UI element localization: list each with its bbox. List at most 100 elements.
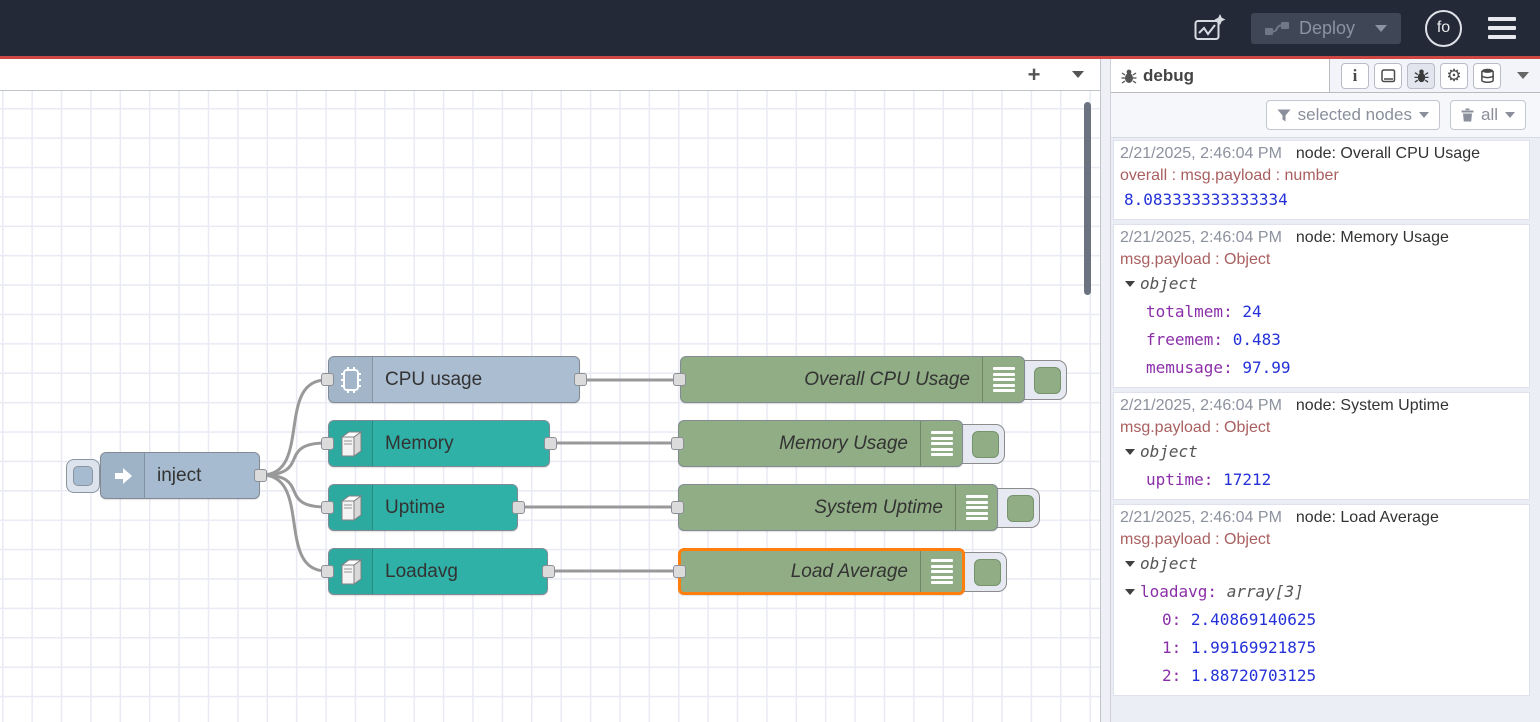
wire[interactable] [262, 443, 326, 475]
expand-caret-icon[interactable] [1125, 561, 1135, 567]
json-key: 1: [1162, 638, 1181, 657]
workspace-tabbar: + [0, 59, 1100, 91]
avatar-initials: fo [1437, 19, 1450, 37]
filter-label: selected nodes [1298, 105, 1412, 125]
message-timestamp: 2/21/2025, 2:46:04 PM [1120, 397, 1282, 414]
message-node-name: node: Overall CPU Usage [1296, 145, 1480, 162]
expand-caret-icon[interactable] [1125, 589, 1135, 595]
book-icon [1380, 69, 1396, 83]
wire[interactable] [262, 475, 326, 507]
expand-caret-icon[interactable] [1125, 281, 1135, 287]
object-type-label: object [1140, 554, 1198, 573]
json-value: 1.88720703125 [1191, 666, 1316, 685]
input-port[interactable] [321, 501, 334, 514]
json-value: 0.483 [1233, 330, 1281, 349]
debug-message-list: 2/21/2025, 2:46:04 PM node: Overall CPU U… [1111, 138, 1540, 722]
debug-message: 2/21/2025, 2:46:04 PMnode: System Uptime… [1113, 392, 1530, 500]
json-key: freemem: [1146, 330, 1223, 349]
input-port[interactable] [673, 373, 686, 386]
node-loadavg[interactable]: Loadavg [328, 548, 548, 595]
info-icon: i [1353, 66, 1358, 86]
main-menu-icon[interactable] [1486, 13, 1518, 43]
json-value: 2.40869140625 [1191, 610, 1316, 629]
input-port[interactable] [673, 565, 686, 578]
chevron-down-icon [1072, 71, 1084, 78]
message-timestamp: 2/21/2025, 2:46:04 PM [1120, 145, 1282, 162]
node-cpu-usage[interactable]: CPU usage [328, 356, 580, 403]
object-type-label: object [1140, 274, 1198, 293]
debug-list-icon [920, 421, 962, 466]
expand-caret-icon[interactable] [1125, 449, 1135, 455]
node-label: CPU usage [373, 357, 579, 402]
flow-list-button[interactable] [1056, 59, 1100, 90]
json-value: 1.99169921875 [1191, 638, 1316, 657]
node-inject[interactable]: inject [100, 452, 260, 499]
json-key: 0: [1162, 610, 1181, 629]
user-avatar[interactable]: fo [1425, 10, 1462, 47]
object-type-label: object [1140, 442, 1198, 461]
node-load-average[interactable]: Load Average [678, 548, 965, 595]
database-icon [1480, 68, 1495, 83]
json-key: memusage: [1146, 358, 1233, 377]
node-uptime[interactable]: Uptime [328, 484, 518, 531]
message-path: overall : msg.payload : number [1120, 165, 1523, 186]
node-label: Memory [373, 421, 549, 466]
deploy-button[interactable]: Deploy [1251, 13, 1401, 44]
config-nodes-button[interactable]: ⚙ [1440, 63, 1468, 89]
output-port[interactable] [542, 565, 555, 578]
message-node-name: node: Load Average [1296, 509, 1439, 526]
message-timestamp: 2/21/2025, 2:46:04 PM [1120, 229, 1282, 246]
context-data-button[interactable] [1473, 63, 1501, 89]
canvas-vertical-scrollbar[interactable] [1084, 102, 1091, 295]
inject-arrow-icon [101, 453, 145, 498]
input-port[interactable] [321, 565, 334, 578]
deploy-caret-icon[interactable] [1375, 25, 1387, 32]
sidebar-menu-button[interactable] [1512, 72, 1534, 79]
sidebar-resize-handle[interactable] [1101, 59, 1111, 722]
computer-tower-icon [329, 549, 373, 594]
debug-list-icon [955, 485, 997, 530]
message-path: msg.payload : Object [1120, 249, 1523, 270]
json-key: 2: [1162, 666, 1181, 685]
output-port[interactable] [544, 437, 557, 450]
computer-tower-icon [329, 485, 373, 530]
message-timestamp: 2/21/2025, 2:46:04 PM [1120, 509, 1282, 526]
node-label: Memory Usage [679, 421, 920, 466]
node-system-uptime[interactable]: System Uptime [678, 484, 998, 531]
node-label: System Uptime [679, 485, 955, 530]
tab-debug[interactable]: debug [1111, 59, 1330, 92]
node-memory-usage[interactable]: Memory Usage [678, 420, 963, 467]
app-header: Deploy fo [0, 0, 1540, 56]
output-port[interactable] [254, 469, 267, 482]
input-port[interactable] [671, 501, 684, 514]
node-memory[interactable]: Memory [328, 420, 550, 467]
input-port[interactable] [321, 437, 334, 450]
deploy-label: Deploy [1299, 18, 1355, 39]
debug-message: 2/21/2025, 2:46:04 PM node: Overall CPU U… [1113, 140, 1530, 220]
info-panel-button[interactable]: i [1341, 63, 1369, 89]
add-flow-button[interactable]: + [1012, 59, 1056, 90]
chevron-down-icon [1517, 72, 1529, 79]
message-value: 8.083333333333334 [1120, 186, 1523, 214]
output-port[interactable] [512, 501, 525, 514]
message-path: msg.payload : Object [1120, 529, 1523, 550]
node-overall-cpu-usage[interactable]: Overall CPU Usage [680, 356, 1025, 403]
debug-toolbar: selected nodes all [1111, 93, 1540, 138]
flow-canvas[interactable]: inject CPU usage [0, 91, 1100, 722]
input-port[interactable] [321, 373, 334, 386]
debug-filter-button[interactable]: selected nodes [1266, 100, 1440, 130]
message-path: msg.payload : Object [1120, 417, 1523, 438]
node-label: inject [145, 453, 259, 498]
trash-icon [1461, 108, 1474, 122]
output-port[interactable] [574, 373, 587, 386]
bug-icon [1414, 68, 1429, 83]
flow-assistant-icon[interactable] [1193, 13, 1227, 43]
debug-panel-button[interactable] [1407, 63, 1435, 89]
debug-clear-button[interactable]: all [1450, 100, 1526, 130]
debug-toggle-inner [972, 431, 999, 458]
input-port[interactable] [671, 437, 684, 450]
inject-trigger-button[interactable] [66, 459, 100, 493]
help-panel-button[interactable] [1374, 63, 1402, 89]
debug-toggle-inner [974, 559, 1001, 586]
wires-layer [0, 91, 1100, 722]
